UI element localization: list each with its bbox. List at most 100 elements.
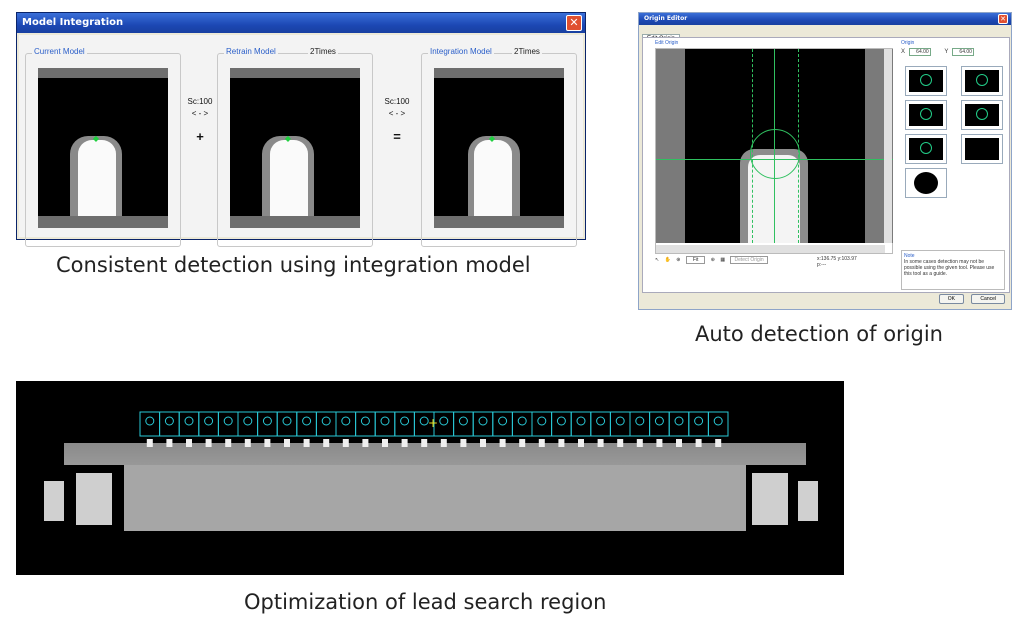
cancel-button[interactable]: Cancel [971, 294, 1005, 304]
lead-search-box [472, 411, 494, 437]
origin-image-editor[interactable] [655, 48, 893, 254]
coord-line-2: p:--- [817, 262, 827, 268]
dialog-buttons: OK Cancel [936, 287, 1005, 305]
arrow-right: < - > [388, 109, 406, 118]
preset-thumbnail[interactable] [905, 66, 947, 96]
current-model-group: Current Model ◆ [25, 47, 181, 247]
lead-target-circle [596, 416, 606, 426]
lead-target-circle [498, 416, 508, 426]
model-integration-window: Model Integration ✕ Current Model ◆ Sc:1… [16, 12, 586, 247]
retrain-model-group: Retrain Model 2Times ◆ [217, 47, 373, 247]
origin-label: Origin [901, 40, 915, 46]
origin-marker-icon: ◆ [488, 134, 496, 143]
lead-target-circle [164, 416, 174, 426]
lead-pin [284, 439, 290, 447]
preset-thumbnail[interactable] [961, 134, 1003, 164]
edit-origin-label: Edit Origin [655, 40, 679, 46]
x-label: X [901, 49, 906, 55]
lead-pin [617, 439, 624, 447]
selected-lead-marker: + [428, 416, 438, 430]
lead-target-circle [478, 416, 488, 426]
lead-search-box [609, 411, 631, 437]
caption-origin: Auto detection of origin [695, 322, 943, 346]
x-input[interactable]: 64.00 [908, 48, 931, 56]
lead-target-circle [674, 416, 684, 426]
horizontal-scrollbar[interactable] [656, 245, 885, 253]
lead-pin [656, 439, 663, 447]
note-box: Note In some cases detection may not be … [901, 250, 1005, 290]
lead-pin [186, 439, 192, 447]
lead-pin [636, 439, 643, 447]
lead-target-circle [537, 416, 547, 426]
caption-integration: Consistent detection using integration m… [56, 253, 531, 277]
lead-target-circle [380, 416, 390, 426]
lead-search-box [198, 411, 219, 437]
lead-target-circle [282, 416, 292, 426]
lead-target-circle [635, 416, 645, 426]
note-title: Note [904, 253, 915, 259]
lead-search-box [315, 411, 337, 437]
lead-search-box [139, 411, 161, 437]
y-label: Y [944, 49, 949, 55]
preset-thumbnail[interactable] [961, 66, 1003, 96]
lead-target-circle [694, 416, 704, 426]
lead-search-box [335, 411, 357, 437]
lead-target-circle [243, 416, 253, 426]
pointer-icon[interactable]: ↖ [655, 257, 660, 263]
hand-icon[interactable]: ✋ [664, 257, 671, 263]
retrain-model-label: Retrain Model [224, 47, 278, 56]
lead-target-circle [556, 416, 566, 426]
lead-pin [538, 439, 545, 447]
coord-line-1: x:136.75 y:103.97 [817, 256, 857, 262]
current-model-image: ◆ [38, 68, 168, 228]
zoom-in-icon[interactable]: ⊕ [710, 257, 715, 263]
lead-pin [715, 439, 722, 447]
lead-search-box [531, 411, 553, 437]
close-icon[interactable]: ✕ [566, 15, 582, 31]
lead-region-group: + [139, 411, 729, 447]
preset-thumbnail[interactable] [905, 100, 947, 130]
lead-pin [264, 439, 271, 447]
lead-search-box [257, 411, 278, 437]
close-icon[interactable]: ✕ [998, 14, 1008, 24]
lead-pin [362, 439, 369, 447]
preset-thumbnail[interactable] [961, 100, 1003, 130]
zoom-icon[interactable]: ⊕ [676, 257, 681, 263]
lead-pin [225, 439, 232, 447]
connector-inner [124, 465, 746, 531]
lead-pin [303, 439, 310, 447]
preset-thumbnail[interactable] [905, 168, 947, 198]
integration-model-group: Integration Model 2Times ◆ [421, 47, 577, 247]
lead-target-circle [223, 416, 233, 426]
ok-button[interactable]: OK [938, 294, 964, 304]
lead-target-circle [400, 416, 410, 426]
lead-target-circle [654, 416, 664, 426]
integration-model-image: ◆ [434, 68, 564, 228]
lead-target-circle [184, 416, 194, 426]
lead-search-box [629, 411, 651, 437]
lead-target-circle [302, 416, 312, 426]
operator-plus: + [196, 129, 204, 144]
lead-pin [146, 439, 153, 447]
lead-pin [440, 439, 447, 447]
y-input[interactable]: 64.00 [951, 48, 974, 56]
vertical-scrollbar[interactable] [884, 49, 892, 243]
score-left: Sc:100 [187, 97, 213, 106]
preset-thumbnail[interactable] [905, 134, 947, 164]
lead-search-box [570, 411, 592, 437]
lead-target-circle [145, 416, 155, 426]
lead-target-circle [713, 416, 723, 426]
lead-target-circle [615, 416, 625, 426]
lead-pin [166, 439, 173, 447]
lead-search-svg: + [44, 411, 818, 531]
detect-origin-select[interactable]: Detect Origin [730, 256, 768, 264]
lead-search-box [296, 411, 317, 437]
retrain-times: 2Times [308, 47, 338, 56]
fit-button[interactable]: Fit [685, 256, 706, 264]
left-latch [76, 473, 112, 525]
caption-lead: Optimization of lead search region [244, 590, 607, 614]
lead-search-box [492, 411, 513, 437]
grid-icon[interactable]: ▦ [720, 257, 726, 263]
lead-search-image: + [16, 381, 844, 575]
integration-times: 2Times [512, 47, 542, 56]
